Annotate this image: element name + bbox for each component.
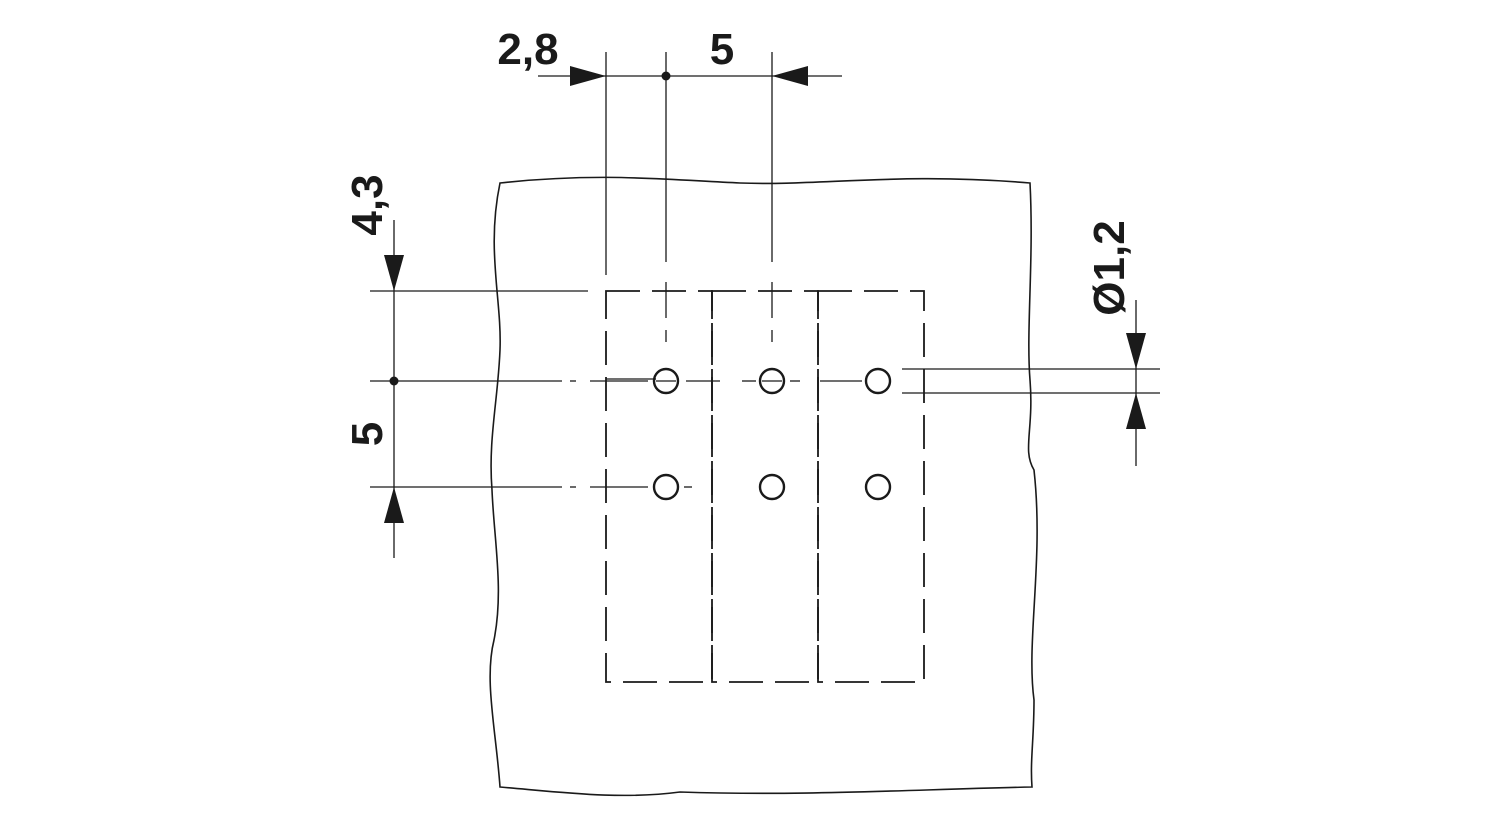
terminal-footprint-3: [817, 290, 925, 683]
pcb-outline: [489, 176, 1038, 797]
dim-label-pin-offset-y: 4,3: [343, 174, 392, 235]
dim-label-pin-offset-x: 2,8: [497, 25, 558, 74]
pin-hole: [864, 367, 892, 395]
pin-holes: [652, 367, 892, 501]
arrow-left-icon: [772, 66, 808, 86]
arrow-up-icon: [384, 487, 404, 523]
arrow-down-icon: [384, 255, 404, 291]
arrow-right-icon: [570, 66, 606, 86]
pin-hole: [652, 473, 680, 501]
dim-label-pitch-y: 5: [343, 422, 392, 446]
datum-dot-left: [389, 376, 399, 386]
pin-hole: [864, 473, 892, 501]
arrow-up-icon: [1126, 393, 1146, 429]
dim-label-hole-diameter: Ø1,2: [1085, 220, 1134, 315]
dim-label-pitch-x: 5: [710, 25, 734, 74]
datum-dot-top: [661, 71, 671, 81]
arrow-down-icon: [1126, 333, 1146, 369]
dimension-arrows: [384, 66, 1146, 523]
pin-hole: [758, 473, 786, 501]
